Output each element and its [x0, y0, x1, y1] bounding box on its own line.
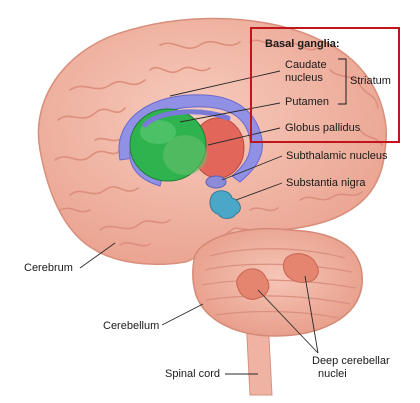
leader-subthalamic [221, 155, 283, 181]
globus-pallidus-label: Globus pallidus [285, 122, 361, 134]
caudate-label-line1: Caudate [285, 59, 327, 71]
subthalamic-nucleus-label: Subthalamic nucleus [286, 150, 388, 162]
deep-cerebellar-nucleus-left [236, 268, 270, 300]
leader-caudate [169, 70, 281, 97]
substantia-nigra-label: Substantia nigra [286, 177, 366, 189]
leader-globus-pallidus [207, 127, 281, 146]
leader-cerebellum [161, 303, 204, 326]
caudate-inner-arc [142, 109, 231, 128]
leader-lines [79, 70, 319, 375]
deep-cerebellar-label-line1: Deep cerebellar [312, 355, 390, 367]
leader-substantia-nigra [235, 182, 283, 201]
subthalamic-nucleus [205, 175, 227, 189]
deep-cerebellar-label-line2: nuclei [318, 368, 347, 380]
substantia-nigra [209, 190, 241, 219]
striatum-label: Striatum [350, 75, 391, 87]
leader-putamen [179, 102, 281, 123]
putamen-highlight [140, 120, 176, 144]
cerebellum [192, 227, 363, 337]
cerebellum-folia [201, 248, 357, 319]
putamen-label: Putamen [285, 96, 330, 108]
gyri-folds [54, 39, 383, 247]
cerebellum-label: Cerebellum [103, 320, 160, 332]
caudate-label-line2: nucleus [285, 72, 323, 84]
striatum-bracket [338, 58, 347, 105]
leader-deep-nuclei-b [304, 275, 319, 354]
putamen-shade [163, 135, 207, 175]
basal-ganglia-box [250, 27, 400, 143]
cerebrum-label: Cerebrum [24, 262, 73, 274]
leader-deep-nuclei-a [257, 289, 319, 354]
basal-ganglia-label: Basal ganglia: [265, 38, 340, 50]
leader-cerebrum [79, 242, 116, 269]
spinal-cord-label: Spinal cord [165, 368, 221, 380]
